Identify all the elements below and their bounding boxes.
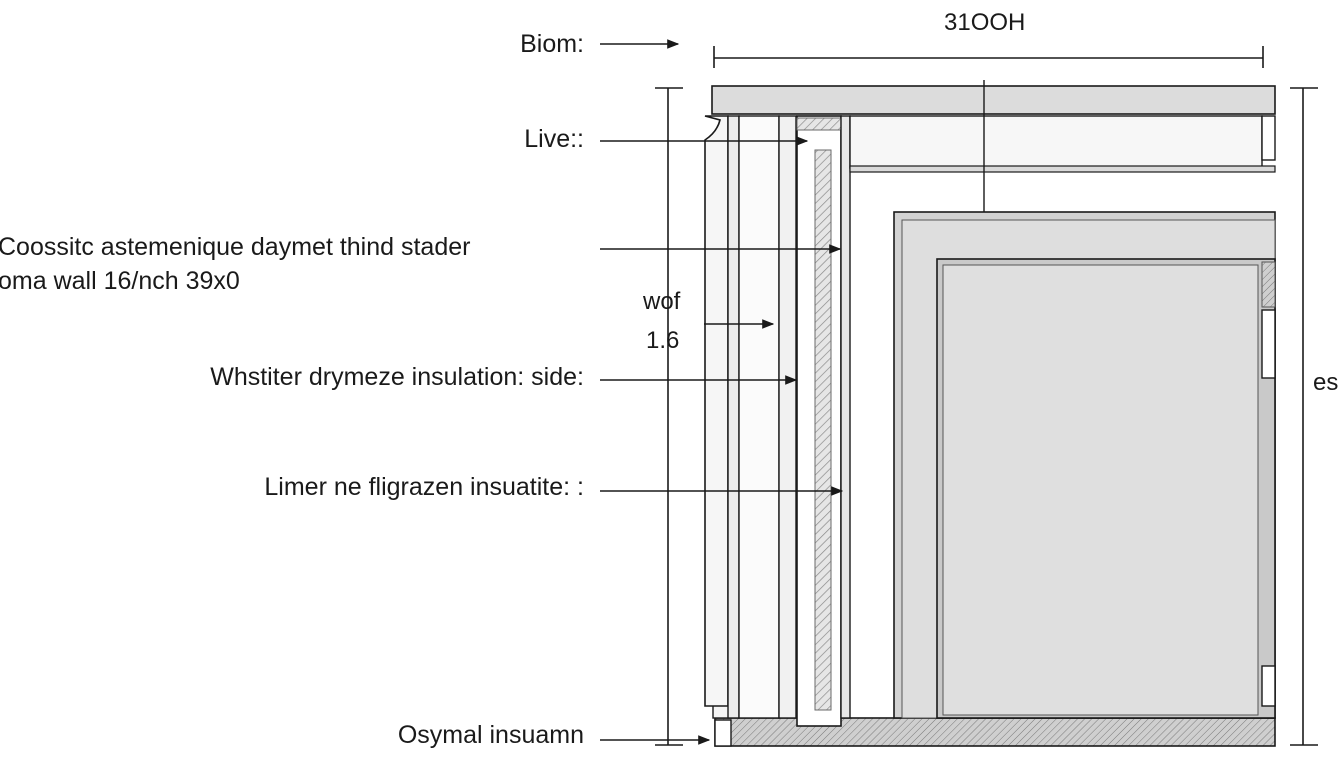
panel-core [942, 264, 1259, 716]
label-whstiter: Whstiter drymeze insulation: side: [210, 363, 584, 391]
dimension-top-label: 31OOH [944, 9, 1026, 36]
label-composite-line2: oma wall 16/nch 39x0 [0, 267, 240, 295]
left-dimension [655, 87, 683, 746]
leader-lines [600, 39, 844, 745]
label-limer: Limer ne fligrazen insuatite: : [264, 473, 584, 501]
label-osymal: Osymal insuamn [397, 721, 584, 749]
panel-side-hatch [1261, 261, 1276, 308]
insulation-board-hatch [814, 149, 832, 711]
right-low-block [1261, 665, 1276, 707]
label-live: Live:: [524, 125, 584, 153]
outer-sheathing [704, 115, 729, 707]
upper-band [849, 115, 1263, 169]
right-cap-block [1261, 115, 1276, 161]
label-biom: Biom: [520, 30, 584, 58]
top-dimension [713, 46, 1264, 68]
sheathing-layer [727, 115, 740, 719]
label-composite-line1: Coossitc astemenique daymet thind stader [0, 233, 471, 261]
dimension-right-label: es [1313, 369, 1339, 396]
label-wof: wof [643, 288, 681, 315]
right-dimension [1290, 87, 1318, 746]
stud-layer [840, 115, 851, 719]
top-plate [711, 85, 1276, 115]
label-wof-value: 1.6 [646, 327, 680, 354]
right-mid-block [1261, 309, 1276, 379]
insulation-board-top [796, 117, 842, 131]
membrane-layer [778, 115, 797, 719]
air-gap-layer [738, 115, 780, 719]
upper-band-strip [849, 165, 1276, 173]
bottom-block [714, 719, 732, 747]
